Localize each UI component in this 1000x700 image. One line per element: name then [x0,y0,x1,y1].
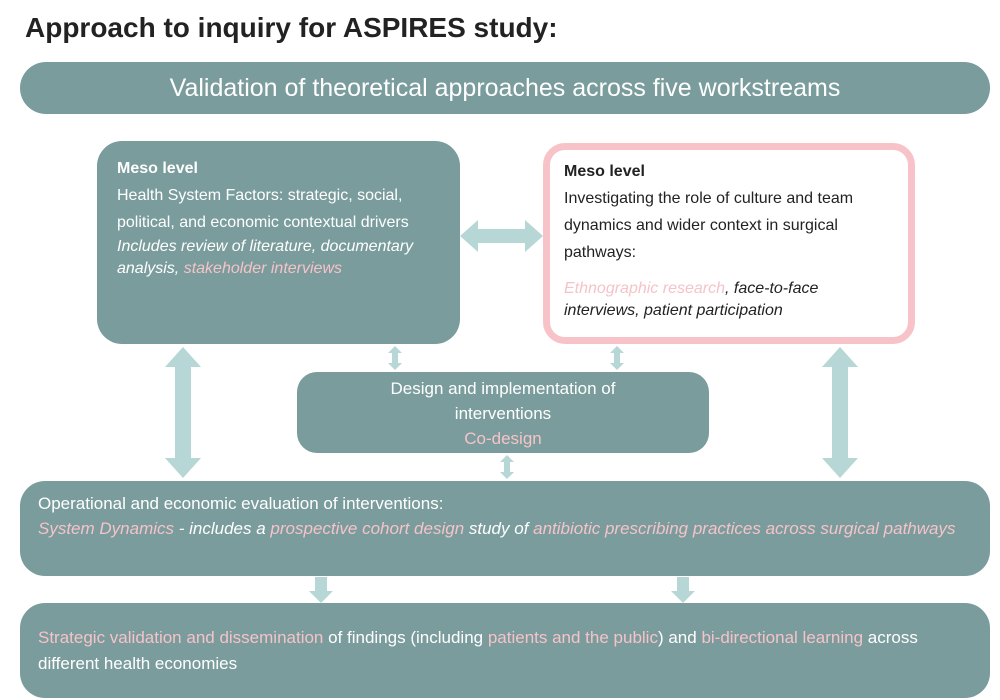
page-title: Approach to inquiry for ASPIRES study: [25,12,558,43]
bot-text-2: of findings (including [323,628,488,647]
double-arrow-right-vertical [822,347,858,478]
bot-text-4: ) and [657,628,702,647]
bot-text-5: bi-directional learning [701,628,864,647]
operational-evaluation-box: Operational and economic evaluation of i… [20,481,990,576]
right-heading: Meso level [564,163,645,180]
middle-highlight: Co-design [464,429,542,448]
down-arrow-left [309,577,333,603]
bot-text-3: patients and the public [487,628,658,647]
left-body: Health System Factors: strategic, social… [117,187,409,231]
ops-body: System Dynamics - includes a prospective… [38,516,972,541]
ops-text-2: - includes a [174,519,271,538]
culture-team-dynamics-box: Meso level Investigating the role of cul… [543,143,915,344]
ops-text-1: System Dynamics [38,519,175,538]
double-arrow-horizontal [460,220,543,252]
ops-text-5: antibiotic prescribing practices across … [533,519,956,538]
right-methods-highlight: Ethnographic research [564,280,725,297]
right-body: Investigating the role of culture and te… [564,190,854,261]
right-methods-text: , face-to-face interviews, patient parti… [564,280,819,319]
banner: Validation of theoretical approaches acr… [20,62,990,114]
bot-text-1: Strategic validation and dissemination [38,628,324,647]
dissemination-box: Strategic validation and dissemination o… [20,603,990,698]
small-double-arrow-left [388,346,402,370]
ops-text-3: prospective cohort design [270,519,465,538]
double-arrow-left-vertical [165,347,201,478]
bot-text-6: across different health economies [38,628,918,673]
small-double-arrow-right [610,346,624,370]
left-methods-text: Includes review of literature, documenta… [117,238,414,277]
ops-text-4: study of [464,519,534,538]
small-double-arrow-bottom [500,455,514,479]
left-methods: Includes review of literature, documenta… [117,236,440,280]
design-implementation-box: Design and implementation of interventio… [297,372,709,453]
middle-title: Design and implementation of interventio… [390,379,616,423]
down-arrow-right [671,577,695,603]
health-system-factors-box: Meso level Health System Factors: strate… [97,141,460,344]
left-heading: Meso level [117,160,198,177]
right-methods: Ethnographic research, face-to-face inte… [564,278,894,322]
ops-heading: Operational and economic evaluation of i… [38,494,444,513]
left-methods-highlight: stakeholder interviews [183,260,342,277]
